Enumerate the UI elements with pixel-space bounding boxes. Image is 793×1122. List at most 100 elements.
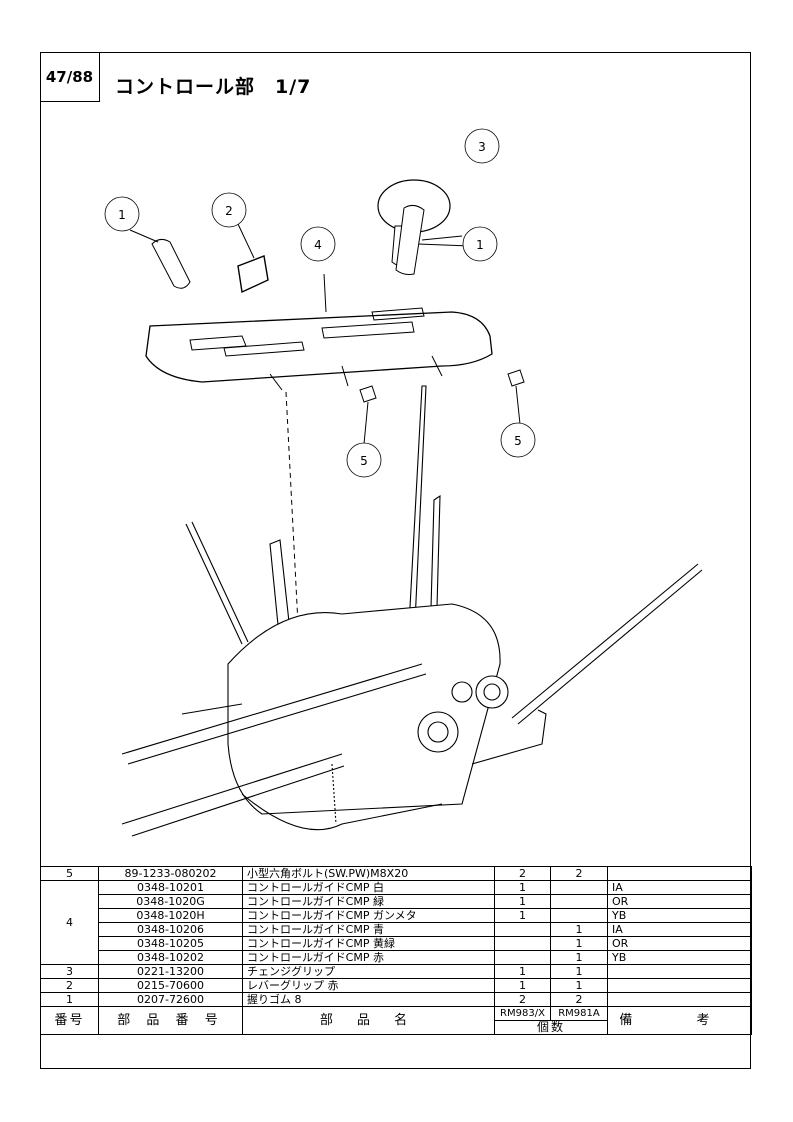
row-qty-a: 2 bbox=[494, 866, 551, 881]
row-part-name: コントロールガイドCMP 緑 bbox=[242, 894, 495, 909]
page-number: 47/88 bbox=[40, 52, 100, 102]
row-qty-b: 1 bbox=[550, 936, 608, 951]
row-no: 1 bbox=[40, 992, 99, 1007]
row-part-name: コントロールガイドCMP 黄緑 bbox=[242, 936, 495, 951]
row-qty-a bbox=[494, 922, 551, 937]
row-qty-b bbox=[550, 894, 608, 909]
row-part-name: コントロールガイドCMP 白 bbox=[242, 880, 495, 895]
row-qty-a: 1 bbox=[494, 880, 551, 895]
row-part-no: 0348-10201 bbox=[98, 880, 243, 895]
control-guide-drawing bbox=[145, 273, 493, 391]
table-row: 0348-10205 コントロールガイドCMP 黄緑 1 OR bbox=[41, 936, 752, 951]
callout-5-left-label: 5 bbox=[360, 454, 368, 468]
row-no: 3 bbox=[40, 964, 99, 979]
change-grip-drawing bbox=[377, 179, 471, 268]
row-no: 2 bbox=[40, 978, 99, 993]
callout-1-left-label: 1 bbox=[118, 208, 126, 222]
row-qty-b: 1 bbox=[550, 950, 608, 965]
row-qty-a bbox=[494, 936, 551, 951]
table-header-row: 番号 部 品 番 号 部 品 名 RM983/X RM981A 備 考 bbox=[40, 1006, 752, 1035]
header-no: 番号 bbox=[40, 1006, 99, 1035]
table-row: 0348-1020G コントロールガイドCMP 緑 1 OR bbox=[41, 894, 752, 909]
row-part-name: コントロールガイドCMP 青 bbox=[242, 922, 495, 937]
callout-5-right-label: 5 bbox=[514, 434, 522, 448]
header-part-no: 部 品 番 号 bbox=[98, 1006, 243, 1035]
table-row: 2 0215-70600 レバーグリップ 赤 1 1 bbox=[40, 978, 752, 993]
row-qty-b: 1 bbox=[550, 978, 608, 993]
table-row: 0348-10202 コントロールガイドCMP 赤 1 YB bbox=[41, 950, 752, 965]
parts-drawing: 3 1 2 4 1 5 5 bbox=[104, 128, 703, 837]
header-model-a: RM983/X bbox=[494, 1006, 551, 1021]
row-remarks: OR bbox=[607, 936, 752, 951]
grip-left-drawing bbox=[129, 229, 191, 289]
row-part-no: 0215-70600 bbox=[98, 978, 243, 993]
row-part-no: 0207-72600 bbox=[98, 992, 243, 1007]
callout-3-label: 3 bbox=[478, 140, 486, 154]
header-remarks: 備 考 bbox=[607, 1006, 752, 1035]
callout-5-right: 5 bbox=[500, 422, 536, 458]
row-qty-b: 2 bbox=[550, 992, 608, 1007]
row-remarks bbox=[607, 964, 752, 979]
row-remarks: IA bbox=[607, 922, 752, 937]
page-title: コントロール部 1/7 bbox=[115, 76, 312, 98]
row-part-no: 89-1233-080202 bbox=[98, 866, 243, 881]
callout-5-left: 5 bbox=[346, 442, 382, 478]
row-remarks: YB bbox=[607, 950, 752, 965]
row-part-no: 0348-10205 bbox=[98, 936, 243, 951]
table-row: 0348-1020H コントロールガイドCMP ガンメタ 1 YB bbox=[41, 908, 752, 923]
bolt-left-drawing bbox=[359, 385, 377, 445]
callout-2: 2 bbox=[211, 192, 247, 228]
row-qty-b bbox=[550, 880, 608, 895]
row-part-no: 0348-10202 bbox=[98, 950, 243, 965]
callout-1-right-label: 1 bbox=[476, 238, 484, 252]
callout-1-right: 1 bbox=[462, 226, 498, 262]
row-qty-b: 1 bbox=[550, 964, 608, 979]
row-remarks: IA bbox=[607, 880, 752, 895]
row-qty-a: 1 bbox=[494, 964, 551, 979]
lever-assembly-drawing bbox=[121, 385, 703, 837]
row-no: 4 bbox=[40, 880, 99, 965]
row-part-name: コントロールガイドCMP ガンメタ bbox=[242, 908, 495, 923]
table-row: 3 0221-13200 チェンジグリップ 1 1 bbox=[40, 964, 752, 979]
row-qty-a: 1 bbox=[494, 908, 551, 923]
table-row: 1 0207-72600 握りゴム 8 2 2 bbox=[40, 992, 752, 1007]
row-qty-a: 1 bbox=[494, 894, 551, 909]
row-remarks bbox=[607, 992, 752, 1007]
row-no: 5 bbox=[40, 866, 99, 881]
row-part-no: 0348-10206 bbox=[98, 922, 243, 937]
row-remarks: OR bbox=[607, 894, 752, 909]
row-part-no: 0348-1020H bbox=[98, 908, 243, 923]
table-row: 5 89-1233-080202 小型六角ボルト(SW.PW)M8X20 2 2 bbox=[40, 866, 752, 881]
row-remarks: YB bbox=[607, 908, 752, 923]
grip-right-drawing bbox=[395, 204, 463, 275]
callout-3: 3 bbox=[464, 128, 500, 164]
page-frame bbox=[40, 52, 751, 1069]
bolt-right-drawing bbox=[507, 369, 525, 425]
row-part-no: 0221-13200 bbox=[98, 964, 243, 979]
row-qty-a: 2 bbox=[494, 992, 551, 1007]
lever-grip-drawing bbox=[237, 223, 269, 294]
row-part-name: レバーグリップ 赤 bbox=[242, 978, 495, 993]
row-qty-a bbox=[494, 950, 551, 965]
row-qty-b bbox=[550, 908, 608, 923]
callout-1-left: 1 bbox=[104, 196, 140, 232]
row-qty-a: 1 bbox=[494, 978, 551, 993]
header-part-name: 部 品 名 bbox=[242, 1006, 495, 1035]
header-qty: 個数 bbox=[494, 1020, 608, 1035]
row-part-name: コントロールガイドCMP 赤 bbox=[242, 950, 495, 965]
callout-2-label: 2 bbox=[225, 204, 233, 218]
row-qty-b: 2 bbox=[550, 866, 608, 881]
callout-4-label: 4 bbox=[314, 238, 322, 252]
row-part-name: チェンジグリップ bbox=[242, 964, 495, 979]
table-row: 0348-10206 コントロールガイドCMP 青 1 IA bbox=[41, 922, 752, 937]
table-row: 4 0348-10201 コントロールガイドCMP 白 1 IA bbox=[40, 880, 752, 965]
table-header-row: 個数 bbox=[41, 1020, 752, 1035]
row-part-name: 握りゴム 8 bbox=[242, 992, 495, 1007]
row-qty-b: 1 bbox=[550, 922, 608, 937]
row-part-name: 小型六角ボルト(SW.PW)M8X20 bbox=[242, 866, 495, 881]
row-remarks bbox=[607, 978, 752, 993]
parts-table: 5 89-1233-080202 小型六角ボルト(SW.PW)M8X20 2 2… bbox=[40, 866, 752, 1035]
row-remarks bbox=[607, 866, 752, 881]
callout-4: 4 bbox=[300, 226, 336, 262]
row-part-no: 0348-1020G bbox=[98, 894, 243, 909]
